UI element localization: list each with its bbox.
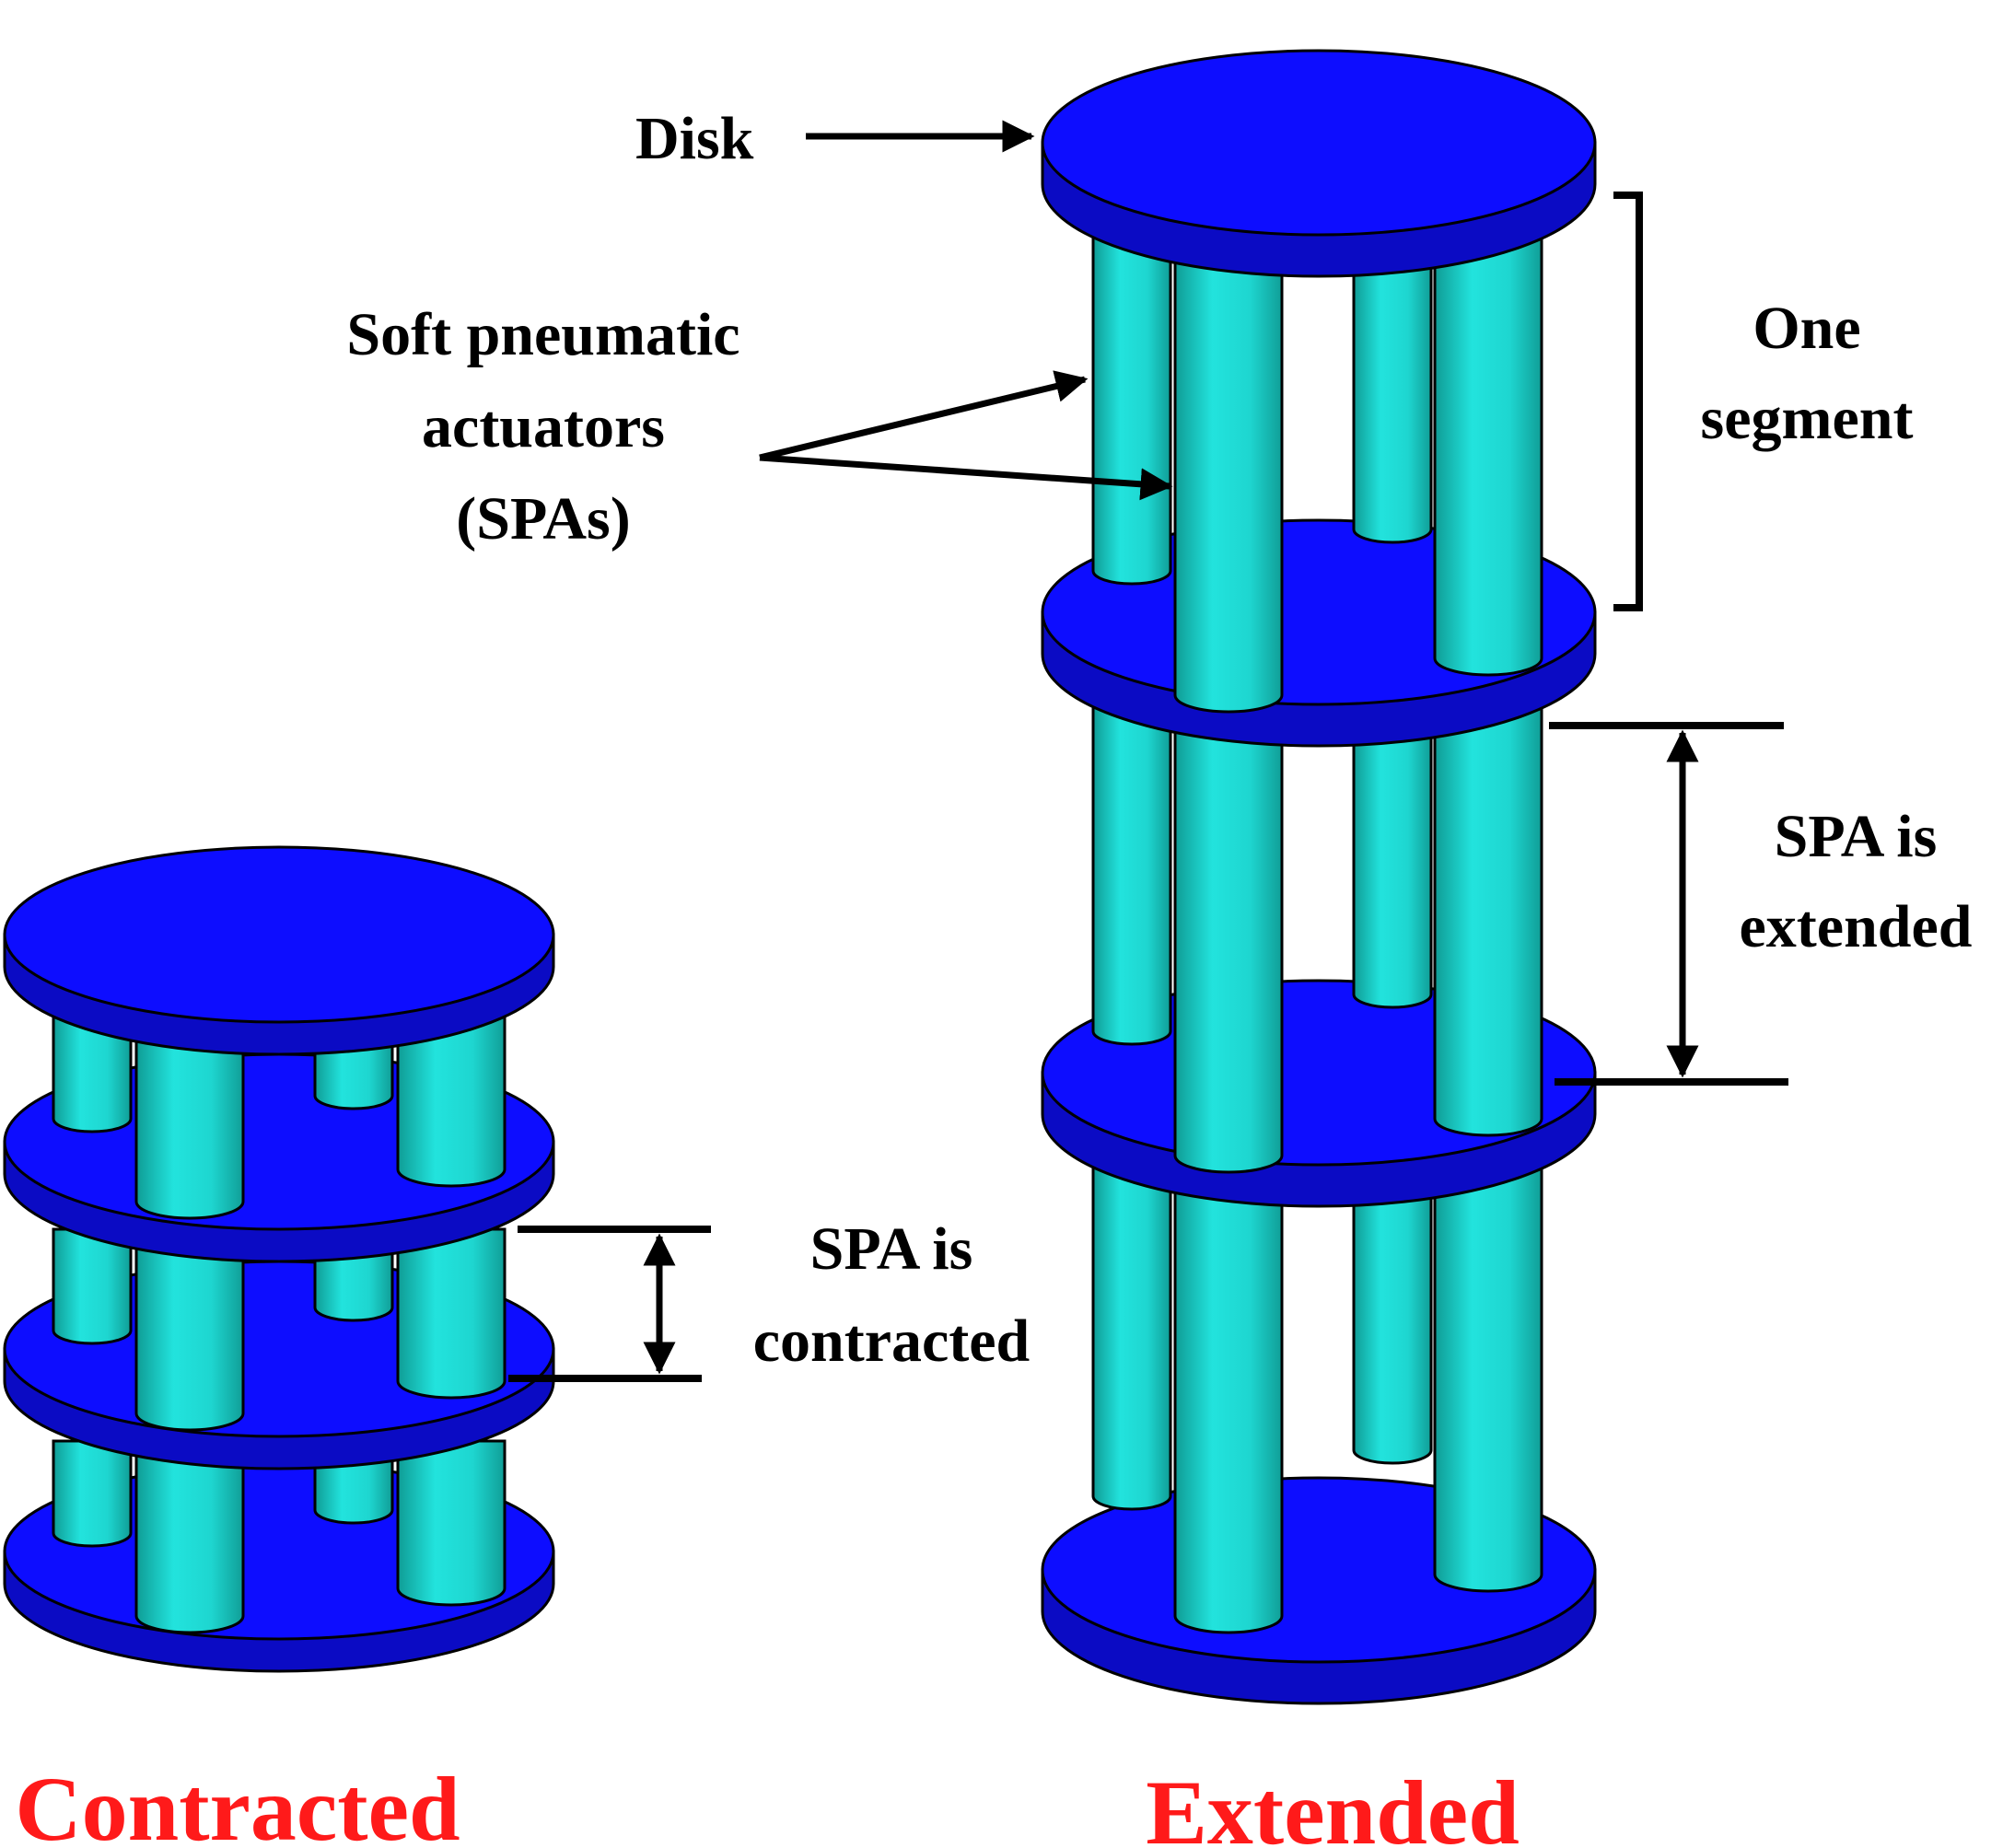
contracted-actuators-front-2 (134, 1227, 507, 1432)
contracted-disk-1 (3, 845, 555, 1056)
extended-actuators-front-1 (1173, 233, 1543, 714)
contracted-actuators-front-3 (134, 1439, 507, 1634)
extended-disk-1 (1041, 49, 1597, 278)
extended-actuators-back-3 (1091, 1163, 1433, 1511)
contracted-stack (3, 845, 555, 1673)
spa-label-line1: Soft pneumatic (346, 301, 739, 368)
contracted-note-line1: SPA is (810, 1215, 973, 1283)
contracted-note-line2: contracted (753, 1308, 1031, 1375)
spa-arrow-lower (759, 454, 1173, 501)
extended-actuators-front-3 (1173, 1163, 1543, 1634)
spa-arrow-upper (759, 370, 1089, 461)
spa-label-line3: (SPAs) (456, 485, 630, 552)
extended-title: Extended (1146, 1761, 1520, 1848)
spa-label-line2: actuators (422, 393, 665, 460)
extended-note-line1: SPA is (1775, 803, 1938, 870)
segment-bracket (1613, 192, 1643, 611)
contracted-title: Contracted (15, 1758, 460, 1848)
disk-label: Disk (635, 105, 754, 172)
extended-stack (1041, 49, 1597, 1705)
segment-label-line2: segment (1701, 385, 1914, 452)
segment-label-line1: One (1753, 295, 1860, 362)
extended-note-line2: extended (1740, 893, 1973, 960)
extended-actuators-front-2 (1173, 703, 1543, 1174)
contracted-actuators-front-1 (134, 1016, 507, 1220)
extended-actuators-back-2 (1091, 703, 1433, 1046)
